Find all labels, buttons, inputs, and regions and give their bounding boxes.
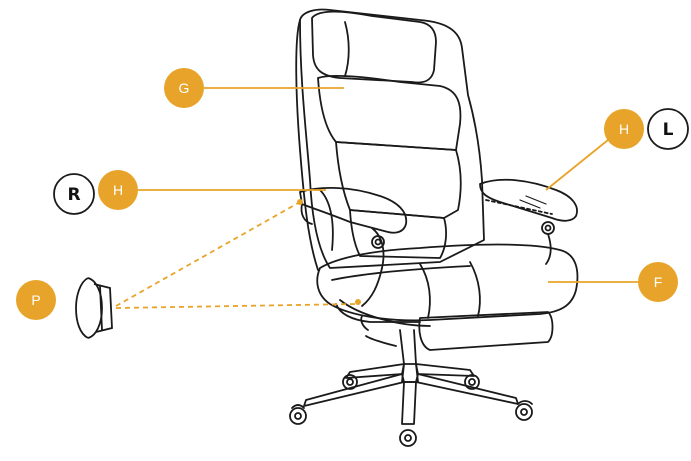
gas-lift — [400, 330, 416, 364]
callout-p-label: P — [31, 292, 40, 308]
callout-p: P — [16, 280, 56, 320]
backrest-shell — [300, 9, 484, 268]
attachment-point-upper — [297, 199, 303, 205]
guide-line-lower — [116, 304, 356, 308]
back-cushion-lower — [350, 210, 446, 258]
side-marker-r: R — [54, 174, 94, 214]
casters — [290, 375, 532, 446]
callout-h-right: H — [604, 109, 644, 149]
guide-line-upper — [116, 202, 300, 306]
back-cushion-upper — [318, 76, 460, 150]
callout-f: F — [638, 262, 678, 302]
star-base — [304, 364, 518, 424]
side-marker-r-label: R — [67, 185, 80, 205]
side-marker-l-label: L — [663, 120, 674, 140]
callout-h-left: H — [98, 170, 138, 210]
callout-f-label: F — [654, 274, 663, 290]
side-marker-l: L — [648, 109, 688, 149]
office-chair-illustration — [290, 9, 577, 446]
armrest-left-side — [480, 180, 577, 221]
callout-h-right-label: H — [619, 121, 629, 137]
part-p-knob — [76, 278, 112, 338]
leader-h-right — [546, 140, 608, 190]
headrest — [312, 12, 436, 83]
callout-h-left-label: H — [113, 182, 123, 198]
armrest-left-pivot — [542, 222, 554, 234]
attachment-point-lower — [355, 299, 361, 305]
callout-g: G — [164, 68, 204, 108]
callout-g-label: G — [179, 80, 190, 96]
